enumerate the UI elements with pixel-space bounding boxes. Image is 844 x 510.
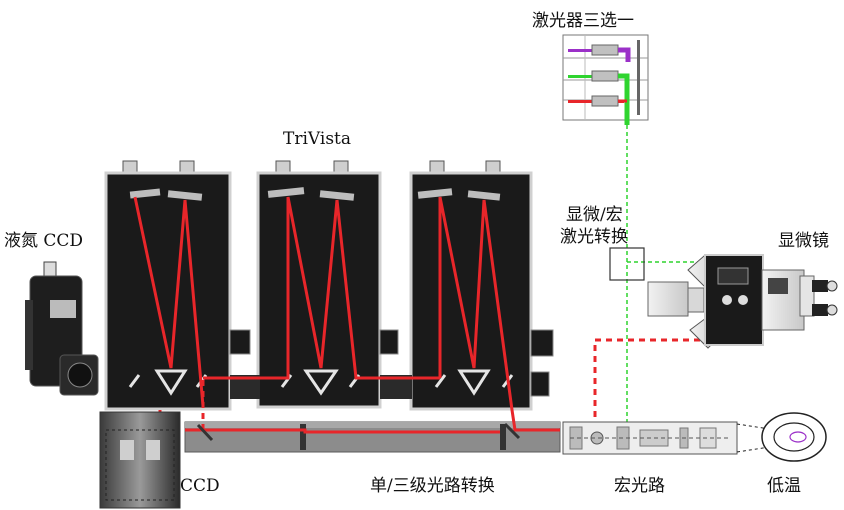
laser-selector-icon <box>562 34 649 125</box>
microscope-label: 显微镜 <box>778 231 829 251</box>
spectrometer-stage-1 <box>104 160 251 411</box>
trivista-label: TriVista <box>283 129 352 149</box>
micro-macro-switch-label-line2: 激光转换 <box>560 227 628 247</box>
cryostat-icon <box>761 412 827 462</box>
spectrometer-stage-2 <box>230 160 399 409</box>
low-temp-label: 低温 <box>767 476 801 496</box>
ln2-ccd-icon <box>25 261 99 396</box>
single-triple-switch-label: 单/三级光路转换 <box>370 476 495 496</box>
macro-path-bench <box>562 421 738 455</box>
macro-path-label: 宏光路 <box>614 476 665 496</box>
ccd-label: CCD <box>180 476 220 496</box>
laser-selector-label: 激光器三选一 <box>532 11 634 31</box>
micro-macro-switch-label-line1: 显微/宏 <box>566 205 623 225</box>
microscope-icon <box>647 254 838 349</box>
red-beam-dashed <box>201 338 705 430</box>
red-beam-path <box>133 196 560 434</box>
switch-mirror-2 <box>503 422 521 440</box>
ccd-camera-icon <box>99 411 181 509</box>
switch-rail <box>184 421 561 453</box>
green-beam-path <box>626 125 760 430</box>
switch-mirror-1 <box>196 423 214 442</box>
spectrometer-stage-3 <box>380 160 554 411</box>
ln2-ccd-label: 液氮 CCD <box>4 231 84 251</box>
micro-macro-switch-box <box>609 247 645 281</box>
